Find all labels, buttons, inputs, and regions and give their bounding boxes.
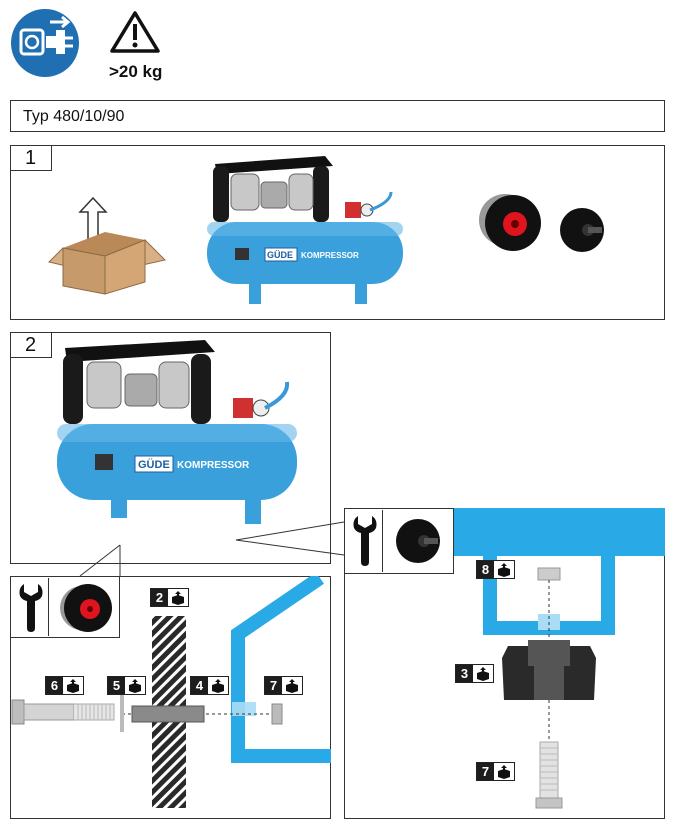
unpack-box-icon <box>45 190 175 300</box>
parts-box-icon <box>494 763 514 780</box>
step-2-number: 2 <box>10 332 52 358</box>
parts-box-icon <box>282 677 302 694</box>
part-badge-5: 5 <box>107 676 146 695</box>
parts-box-icon <box>208 677 228 694</box>
wheel-red-detail-image <box>56 580 114 636</box>
part-badge-2: 2 <box>150 588 189 607</box>
part-badge-4: 4 <box>190 676 229 695</box>
warning-icon <box>109 10 161 54</box>
model-label-box: Typ 480/10/90 <box>10 100 665 132</box>
part-badge-8: 8 <box>476 560 515 579</box>
parts-box-icon <box>125 677 145 694</box>
parts-box-icon <box>168 589 188 606</box>
rear-wheel-assembly-diagram <box>11 576 331 808</box>
wheel-red-image <box>477 190 543 256</box>
wrench-icon <box>16 582 46 634</box>
part-badge-7a: 7 <box>264 676 303 695</box>
parts-box-icon <box>494 561 514 578</box>
wrench-icon <box>350 514 380 568</box>
plug-disconnect-icon <box>10 8 80 78</box>
part-badge-3: 3 <box>455 664 494 683</box>
compressor-image-step1: GÜDE KOMPRESSOR <box>205 152 405 310</box>
part-badge-7b: 7 <box>476 762 515 781</box>
compressor-brand-step2: GÜDE <box>138 458 170 471</box>
parts-box-icon <box>63 677 83 694</box>
model-label: Typ 480/10/90 <box>23 108 125 125</box>
compressor-brand: GÜDE <box>267 250 293 260</box>
compressor-image-step2: GÜDE KOMPRESSOR <box>55 338 300 538</box>
part-badge-6: 6 <box>45 676 84 695</box>
wheel-black-detail-image <box>392 514 446 568</box>
parts-box-icon <box>473 665 493 682</box>
front-foot-assembly-diagram <box>454 508 665 809</box>
weight-warning-text: >20 kg <box>109 62 163 81</box>
compressor-model-text-step2: KOMPRESSOR <box>177 460 250 471</box>
step-1-number: 1 <box>10 145 52 171</box>
compressor-model-text: KOMPRESSOR <box>301 251 359 260</box>
wheel-black-image <box>558 205 608 255</box>
